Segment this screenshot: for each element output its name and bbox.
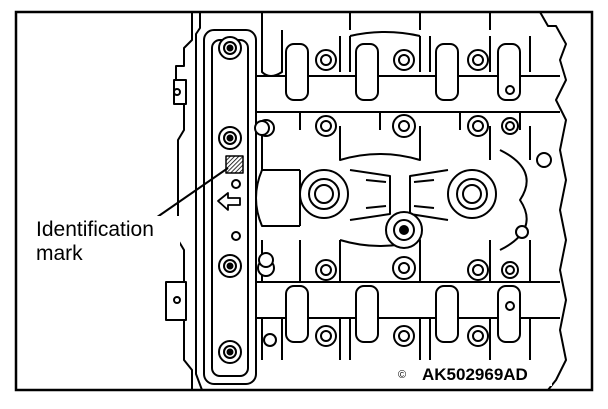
callout-label-line1: Identification (36, 218, 154, 241)
direction-arrow-icon (217, 192, 241, 211)
lower-bearing-caps (261, 239, 531, 360)
lower-cap-bolts (257, 256, 519, 347)
plate-bolts (218, 36, 242, 364)
copyright-symbol: © (398, 369, 406, 381)
bearing-cap-plate (203, 29, 257, 385)
callout-label-line2: mark (36, 242, 83, 265)
center-boss (385, 211, 423, 249)
identification-mark-patch (225, 155, 244, 174)
spark-plug-bores (255, 149, 552, 251)
callout-leader-line (149, 167, 229, 223)
edge-studs (254, 120, 277, 347)
figure-code: AK502969AD (422, 365, 528, 384)
cylinder-head-casting (165, 12, 567, 390)
upper-bearing-caps (261, 30, 531, 171)
